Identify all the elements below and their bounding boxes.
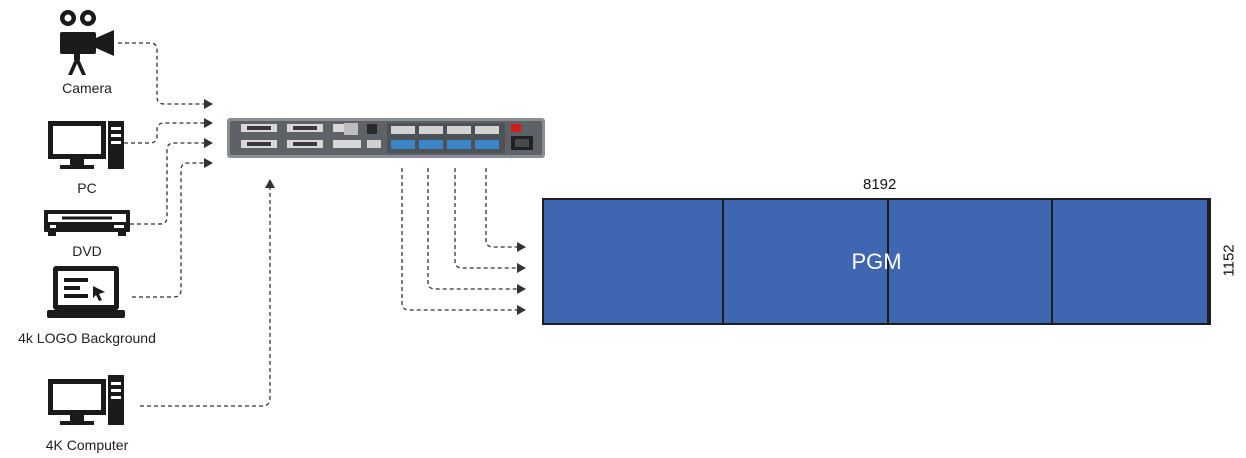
- wall-width-label: 8192: [863, 176, 896, 193]
- led-panel: [544, 200, 724, 323]
- led-panel: [1053, 200, 1209, 323]
- source-label-logo-background: 4k LOGO Background: [18, 330, 156, 346]
- camera-link: [118, 43, 212, 104]
- output-link-2: [428, 168, 525, 289]
- led-wall: PGM: [542, 198, 1211, 325]
- output-link-4: [486, 168, 525, 247]
- desktop-pc-icon: [48, 375, 126, 427]
- laptop-icon: [47, 266, 125, 320]
- desktop-pc-icon: [48, 121, 126, 171]
- logo-background-link: [132, 163, 212, 297]
- led-panel: [724, 200, 889, 323]
- led-panel: [889, 200, 1053, 323]
- camera-icon: [56, 8, 120, 76]
- pc-link: [124, 123, 212, 143]
- dvd-link: [130, 143, 212, 224]
- source-label-camera: Camera: [62, 80, 112, 96]
- video-processor-icon: [227, 118, 545, 158]
- source-label-dvd: DVD: [72, 243, 102, 259]
- source-label-pc: PC: [77, 180, 96, 196]
- 4k-computer-link: [140, 180, 270, 406]
- dvd-player-icon: [44, 210, 130, 236]
- source-label-4k-computer: 4K Computer: [46, 437, 128, 453]
- wall-height-label: 1152: [1221, 244, 1238, 276]
- output-link-3: [455, 168, 525, 268]
